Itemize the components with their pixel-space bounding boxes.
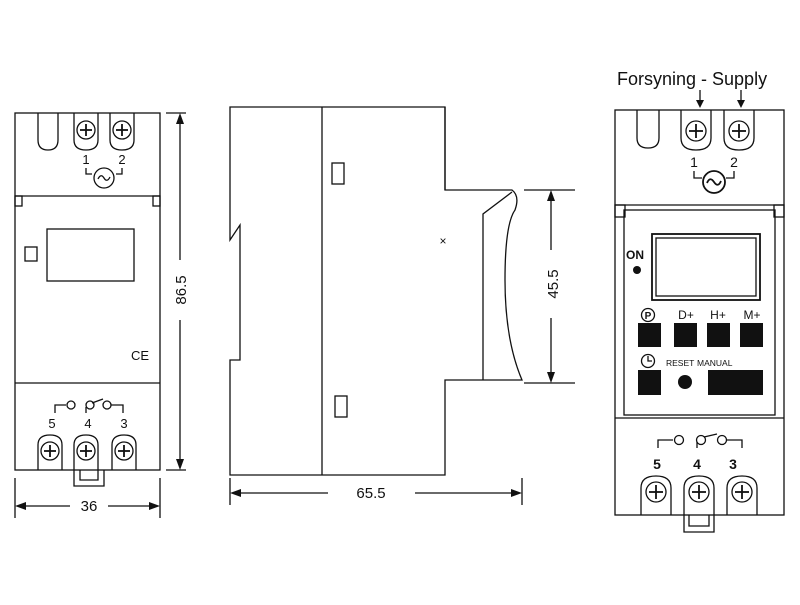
screw-terminal-icon — [109, 113, 135, 151]
relay-contact-icon — [54, 398, 124, 413]
left-clip-l — [14, 195, 23, 207]
screw-terminal-icon — [640, 475, 672, 515]
right-din-clip — [683, 515, 715, 533]
left-terminal-2: 2 — [118, 152, 125, 167]
button-label-day: D+ — [678, 308, 694, 322]
dimension-width: 36 — [14, 478, 161, 518]
screw-terminal-icon — [37, 434, 63, 470]
dimension-depth: 65.5 — [229, 478, 523, 505]
side-housing-outline — [229, 106, 523, 476]
left-top-slot — [37, 113, 59, 151]
side-view: × — [229, 106, 523, 476]
side-cover-edge — [482, 191, 513, 380]
left-front-view: 1 2 CE 5 4 3 — [14, 112, 161, 487]
right-terminal-1: 1 — [690, 154, 698, 170]
supply-arrow-1 — [696, 100, 704, 108]
ac-supply-icon — [693, 170, 735, 194]
dimension-height: 86.5 — [166, 112, 190, 471]
right-front-panel — [623, 209, 776, 416]
right-front-view: Forsyning - Supply 1 2 — [614, 69, 785, 533]
left-terminal-3: 3 — [120, 416, 127, 431]
supply-label: Forsyning - Supply — [617, 69, 767, 89]
screw-terminal-icon — [723, 110, 755, 151]
manual-label: MANUAL — [697, 358, 733, 368]
ac-supply-icon — [85, 167, 123, 189]
screw-terminal-icon — [73, 434, 99, 470]
screw-terminal-icon — [683, 475, 715, 515]
side-notch-bottom — [334, 395, 348, 418]
program-button[interactable] — [638, 323, 661, 347]
button-label-minute: M+ — [743, 308, 760, 322]
reset-button[interactable] — [678, 375, 692, 389]
left-terminal-1: 1 — [82, 152, 89, 167]
manual-button[interactable] — [708, 370, 763, 395]
clock-icon — [640, 353, 656, 369]
right-terminal-3: 3 — [729, 456, 737, 472]
height-dimension-label: 86.5 — [173, 275, 190, 304]
right-terminal-2: 2 — [730, 154, 738, 170]
button-label-hour: H+ — [710, 308, 726, 322]
left-led-window — [24, 246, 38, 262]
minute-plus-button[interactable] — [740, 323, 763, 347]
left-display-window — [46, 228, 135, 282]
ce-mark-icon: CE — [131, 348, 149, 363]
left-clip-r — [152, 195, 161, 207]
right-housing — [614, 109, 785, 516]
right-terminal-5: 5 — [653, 456, 661, 472]
screw-terminal-icon — [73, 113, 99, 151]
depth-dimension-label: 65.5 — [356, 485, 385, 502]
lcd-display — [651, 233, 761, 301]
day-plus-button[interactable] — [674, 323, 697, 347]
right-top-slot — [636, 110, 660, 149]
program-symbol-icon: P — [640, 307, 656, 323]
left-terminal-5: 5 — [48, 416, 55, 431]
screw-terminal-icon — [680, 110, 712, 151]
left-terminal-4: 4 — [84, 416, 91, 431]
screw-terminal-icon — [726, 475, 758, 515]
on-label: ON — [626, 248, 644, 262]
side-height-dimension-label: 45.5 — [545, 269, 562, 298]
center-marker: × — [439, 234, 446, 248]
supply-arrow-2 — [737, 100, 745, 108]
dimension-side-height: 45.5 — [524, 189, 575, 384]
on-indicator-led — [633, 266, 641, 274]
screw-terminal-icon — [111, 434, 137, 470]
relay-contact-icon — [657, 433, 743, 448]
right-terminal-4: 4 — [693, 456, 701, 472]
hour-plus-button[interactable] — [707, 323, 730, 347]
left-din-clip — [73, 470, 105, 487]
side-notch-top — [331, 162, 345, 185]
left-housing — [14, 112, 161, 471]
reset-label: RESET — [666, 358, 694, 368]
width-dimension-label: 36 — [81, 498, 98, 515]
svg-text:P: P — [645, 311, 652, 322]
clock-button[interactable] — [638, 370, 661, 395]
